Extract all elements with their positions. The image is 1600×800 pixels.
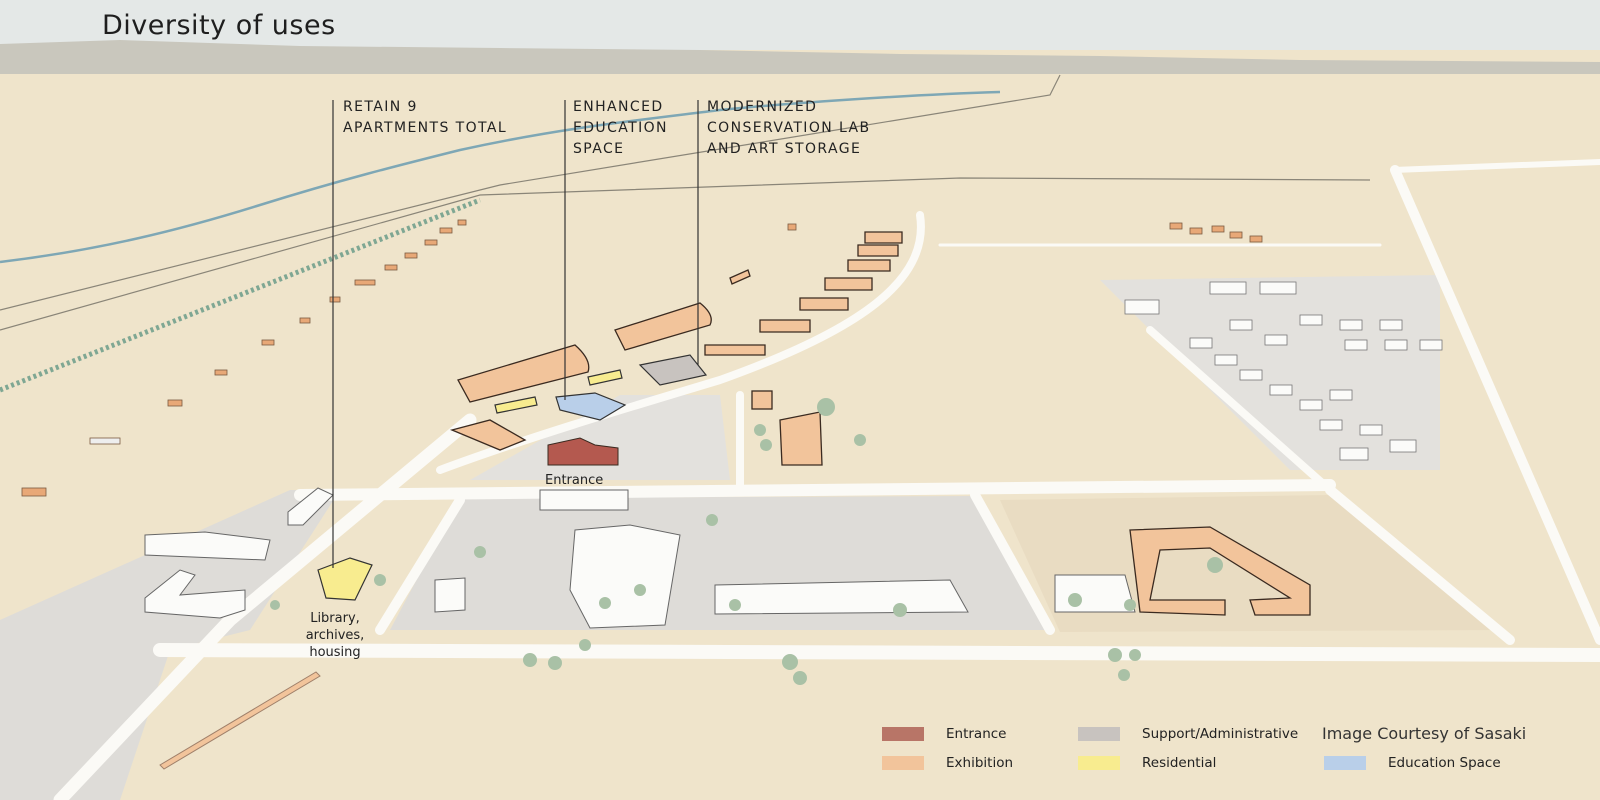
image-credit: Image Courtesy of Sasaki xyxy=(1322,724,1527,743)
legend-item-residential: Residential xyxy=(1078,755,1216,771)
callout-line: MODERNIZED xyxy=(707,99,818,115)
legend-swatch xyxy=(1078,727,1120,741)
education-building xyxy=(555,392,627,421)
legend-swatch xyxy=(1078,756,1120,770)
legend-label: Entrance xyxy=(946,726,1007,742)
trees xyxy=(270,398,1223,685)
legend-swatch xyxy=(882,756,924,770)
exhibition-buildings xyxy=(449,231,1311,616)
legend-item-education: Education Space xyxy=(1324,755,1501,771)
legend-label: Residential xyxy=(1142,755,1217,771)
callout-apartments: RETAIN 9 APARTMENTS TOTAL xyxy=(343,97,507,139)
legend-swatch xyxy=(882,727,924,741)
paved-lot xyxy=(470,395,730,480)
exhibition-strip xyxy=(159,671,321,770)
library-label-line: Library, xyxy=(310,611,360,626)
roads xyxy=(53,159,1600,800)
callout-line: RETAIN 9 xyxy=(343,99,418,115)
entrance-label: Entrance xyxy=(545,473,604,488)
tree-row xyxy=(0,197,481,393)
page-title: Diversity of uses xyxy=(102,10,336,41)
callout-line: SPACE xyxy=(573,141,625,157)
existing-buildings xyxy=(144,487,1136,629)
legend-swatch xyxy=(1324,756,1366,770)
callout-line: APARTMENTS TOTAL xyxy=(343,120,508,136)
callout-line: EDUCATION xyxy=(573,120,668,136)
legend-label: Exhibition xyxy=(946,755,1014,771)
entrance-building xyxy=(547,437,619,466)
housing-cluster xyxy=(1124,281,1443,461)
mountains xyxy=(0,40,1600,74)
legend-item-entrance: Entrance xyxy=(882,726,1007,742)
callout-education: ENHANCED EDUCATION SPACE xyxy=(573,97,668,160)
callout-line: AND ART STORAGE xyxy=(707,141,862,157)
library-label-line: archives, xyxy=(305,628,365,643)
sky xyxy=(0,0,1600,50)
callout-conservation: MODERNIZED CONSERVATION LAB AND ART STOR… xyxy=(707,97,870,160)
rail-line xyxy=(0,177,1371,331)
small-structures xyxy=(21,219,1263,497)
rail-line xyxy=(0,74,1061,311)
legend-label: Education Space xyxy=(1388,755,1501,771)
river xyxy=(0,90,1001,264)
callout-leaders xyxy=(332,100,699,568)
callout-line: ENHANCED xyxy=(573,99,664,115)
support-building xyxy=(638,354,708,386)
legend-label: Support/Administrative xyxy=(1142,726,1299,742)
legend-item-support: Support/Administrative xyxy=(1078,726,1298,742)
library-label: Library, archives, housing xyxy=(300,610,370,661)
library-label-line: housing xyxy=(309,645,361,660)
legend-item-exhibition: Exhibition xyxy=(882,755,1013,771)
callout-line: CONSERVATION LAB xyxy=(707,120,871,136)
residential-buildings xyxy=(317,369,623,601)
